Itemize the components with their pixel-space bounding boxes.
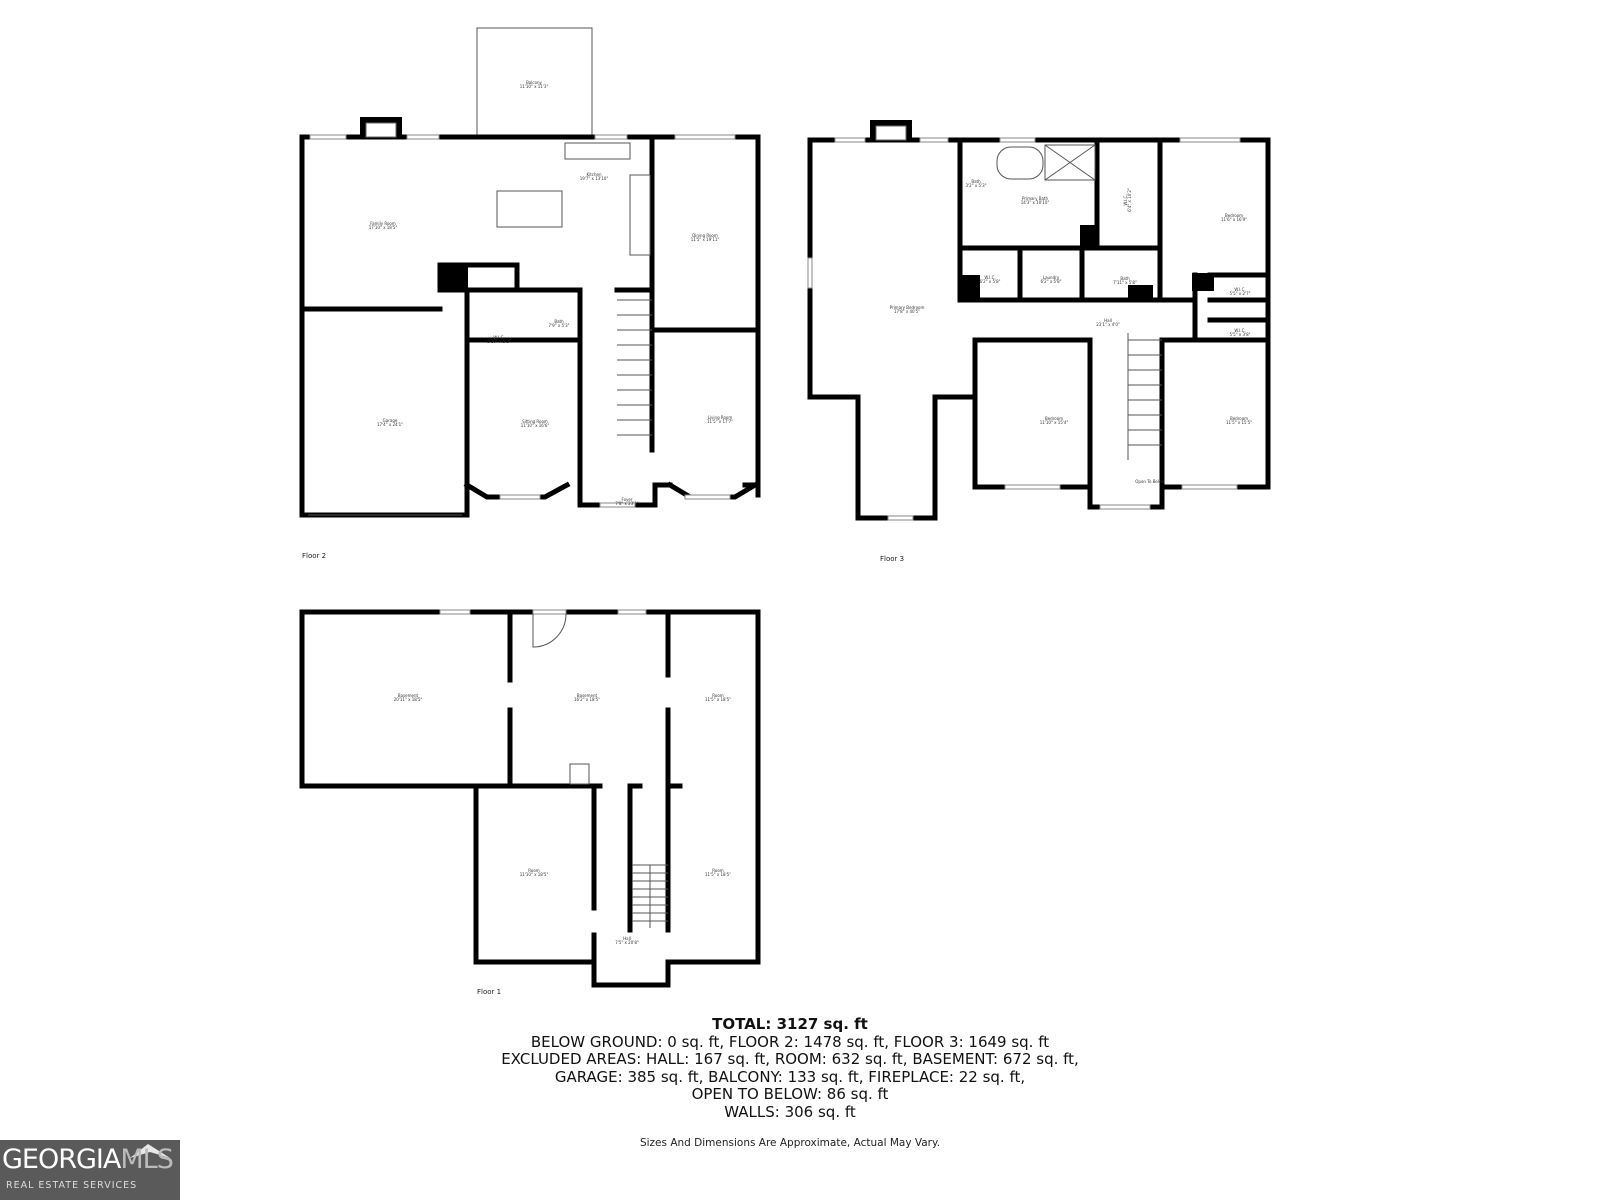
room-dims: 11'6" x 16'9" [1221,217,1247,222]
room-label-bath: Bath [554,319,564,324]
room-label-bath: Bath [971,179,981,184]
floor-1-plan [299,609,761,988]
room-label-garage: Garage [383,418,398,423]
floor-2-label: Floor 2 [302,552,326,560]
room-dims: 11'5" x 18'5" [705,697,731,702]
summary-line: GARAGE: 385 sq. ft, BALCONY: 133 sq. ft,… [554,1067,1026,1086]
summary-line: WALLS: 306 sq. ft [724,1102,856,1121]
room-dims: 7'5" x 20'8" [615,940,639,945]
room-dims: 11'5" x 15'5" [1226,420,1252,425]
floor-2-plan [299,27,761,518]
room-label-balcony: Balcony [526,80,542,85]
room-dims: 11'5" x 18'5" [705,872,731,877]
floor-3-labels: Bath 3'2" x 5'3" Primary Bath 14'3" x 10… [880,179,1252,563]
room-label-primary-bedroom: Primary Bedroom [890,305,925,310]
room-dims: 11'5" x 17'7" [707,419,733,424]
area-summary: TOTAL: 3127 sq. ft BELOW GROUND: 0 sq. f… [400,1015,1180,1121]
room-label-room: Room [712,868,723,873]
room-dims: 6'4" x 10'2" [1127,188,1132,212]
room-label-basement: Basement [577,693,598,698]
floor-2-labels: Balcony 11'10" x 11'3" Kitchen 19'7" x 1… [302,80,733,560]
room-dims: 11'5" x 19'11" [691,237,720,242]
room-label-open-to-below: Open To Below [1135,479,1165,484]
room-dims: 7'8" x 23'1" [615,501,639,506]
room-dims: 7'11" x 5'8" [1113,280,1137,285]
room-dims: 11'10" x 18'5" [520,872,549,877]
logo-text-accent: MLS [120,1144,173,1175]
room-label-hall: Hall [623,936,631,941]
room-label-basement: Basement [398,693,419,698]
room-dims: 20'11" x 18'5" [394,697,423,702]
room-dims: 11'10" x 15'4" [1040,420,1069,425]
room-label-bedroom: Bedroom [1225,213,1243,218]
room-label-kitchen: Kitchen [586,172,601,177]
room-dims: 3'10" x 5'3" [487,339,511,344]
room-dims: 5'5" x 3'8" [1230,332,1251,337]
room-dims: 17'10" x 18'5" [369,225,398,230]
room-label-laundry: Laundry [1043,275,1060,280]
floor-1-labels: Basement 20'11" x 18'5" Basement 16'2" x… [394,693,731,996]
floor-3-plan [807,120,1271,521]
room-label-bedroom: Bedroom [1045,416,1063,421]
room-label-wic: W.I.C. [1234,328,1245,333]
room-label-living-room: Living Room [708,415,733,420]
room-dims: 6'2" x 5'8" [1041,279,1062,284]
room-dims: 16'2" x 18'5" [574,697,600,702]
room-dims: 3'2" x 5'3" [966,183,987,188]
room-dims: 17'4" x 24'1" [377,422,403,427]
summary-line: EXCLUDED AREAS: HALL: 167 sq. ft, ROOM: … [501,1050,1079,1068]
georgia-mls-logo: GEORGIAMLS REAL ESTATE SERVICES [0,1140,180,1200]
room-dims: 11'10" x 11'3" [520,84,549,89]
room-label-foyer: Foyer [621,497,632,502]
room-label-sitting-room: Sitting Room [522,419,548,424]
room-label-family-room: Family Room [370,221,396,226]
kitchen-island [496,190,563,228]
logo-text: GEORGIA [2,1144,121,1175]
room-dims: 7'9" x 5'3" [549,323,570,328]
room-label-room: Room [712,693,723,698]
room-label-bath: Bath [1120,276,1130,281]
room-label-hall: Hall [1104,318,1112,323]
summary-line: OPEN TO BELOW: 86 sq. ft [691,1085,889,1103]
disclaimer: Sizes And Dimensions Are Approximate, Ac… [639,1137,941,1149]
floor-1-label: Floor 1 [477,988,501,996]
floor-3-label: Floor 3 [880,555,904,563]
room-dims: 6'2" x 5'8" [980,279,1001,284]
room-dims: 5'5" x 2'7" [1230,291,1251,296]
room-dims: 17'8" x 40'5" [894,309,920,314]
room-label-wic: W.I.C. [493,335,504,340]
room-label-wic: W.I.C. [1234,287,1245,292]
room-label-dining-room: Dining Room [692,233,718,238]
room-label-wic: W.I.C. [984,275,995,280]
room-label-wic: W.I.C. [1123,194,1128,205]
summary-line: BELOW GROUND: 0 sq. ft, FLOOR 2: 1478 sq… [530,1032,1050,1051]
room-dims: 11'10" x 16'6" [521,423,550,428]
total-area: TOTAL: 3127 sq. ft [712,1015,868,1033]
logo-tagline: REAL ESTATE SERVICES [6,1180,138,1191]
room-dims: 19'7" x 13'10" [580,176,609,181]
room-label-bedroom: Bedroom [1230,416,1248,421]
room-label-primary-bath: Primary Bath [1022,196,1048,201]
roof-icon [130,1144,170,1158]
room-dims: 14'3" x 10'10" [1021,200,1050,205]
room-dims: 23'1" x 4'0" [1096,322,1120,327]
room-label-room: Room [528,868,539,873]
